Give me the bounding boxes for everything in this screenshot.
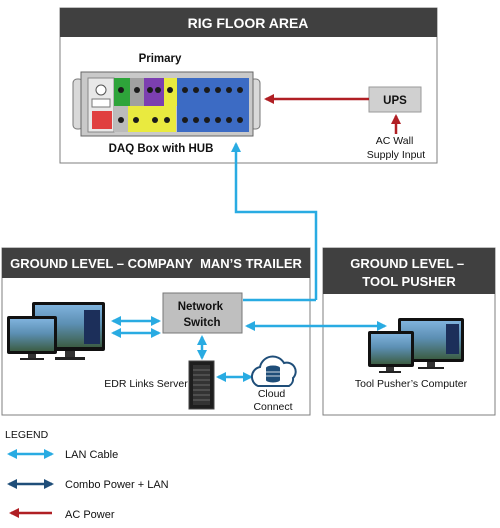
dual-monitor-computer-icon: [7, 302, 105, 360]
legend-lan-cable-label: LAN Cable: [65, 449, 118, 461]
cloud-database-icon: [250, 355, 297, 387]
legend: LEGEND LAN Cable Combo Power + LAN AC Po…: [5, 429, 169, 521]
rig-floor-title: RIG FLOOR AREA: [188, 15, 309, 31]
cloud-line2: Connect: [253, 401, 292, 413]
tool-pusher-computer-label: Tool Pusher’s Computer: [355, 378, 468, 390]
tool-pusher-title-line1: GROUND LEVEL –: [350, 256, 464, 271]
cloud-line1: Cloud: [258, 388, 286, 400]
tool-pusher-title: GROUND LEVEL – TOOL PUSHER: [350, 256, 468, 289]
tool-pusher-section: GROUND LEVEL – TOOL PUSHER: [322, 247, 496, 416]
tool-pusher-computer-icon: [368, 318, 464, 373]
legend-title: LEGEND: [5, 429, 49, 441]
ac-wall-label: AC Wall Supply Input: [367, 135, 425, 161]
cloud-connect-label: Cloud Connect: [253, 388, 292, 413]
network-switch-label: Network Switch: [178, 301, 227, 329]
ac-wall-line2: Supply Input: [367, 149, 425, 161]
network-switch: Network Switch: [162, 292, 243, 334]
daq-box-icon: [72, 71, 261, 137]
ups-label: UPS: [383, 95, 407, 107]
tool-pusher-title-line2: TOOL PUSHER: [362, 274, 456, 289]
ac-wall-line1: AC Wall: [376, 135, 414, 147]
ups-box: UPS: [368, 86, 422, 113]
network-switch-line1: Network: [178, 301, 224, 313]
daq-box-label: DAQ Box with HUB: [109, 143, 214, 155]
primary-label: Primary: [139, 53, 182, 65]
legend-combo-label: Combo Power + LAN: [65, 479, 169, 491]
legend-ac-power-label: AC Power: [65, 509, 115, 521]
edr-server-label: EDR Links Server: [104, 378, 188, 390]
network-switch-line2: Switch: [183, 317, 220, 329]
lan-switch-to-daq: [231, 142, 318, 300]
company-trailer-title: GROUND LEVEL – COMPANY MAN’S TRAILER: [10, 256, 302, 271]
server-rack-icon: [188, 360, 215, 410]
